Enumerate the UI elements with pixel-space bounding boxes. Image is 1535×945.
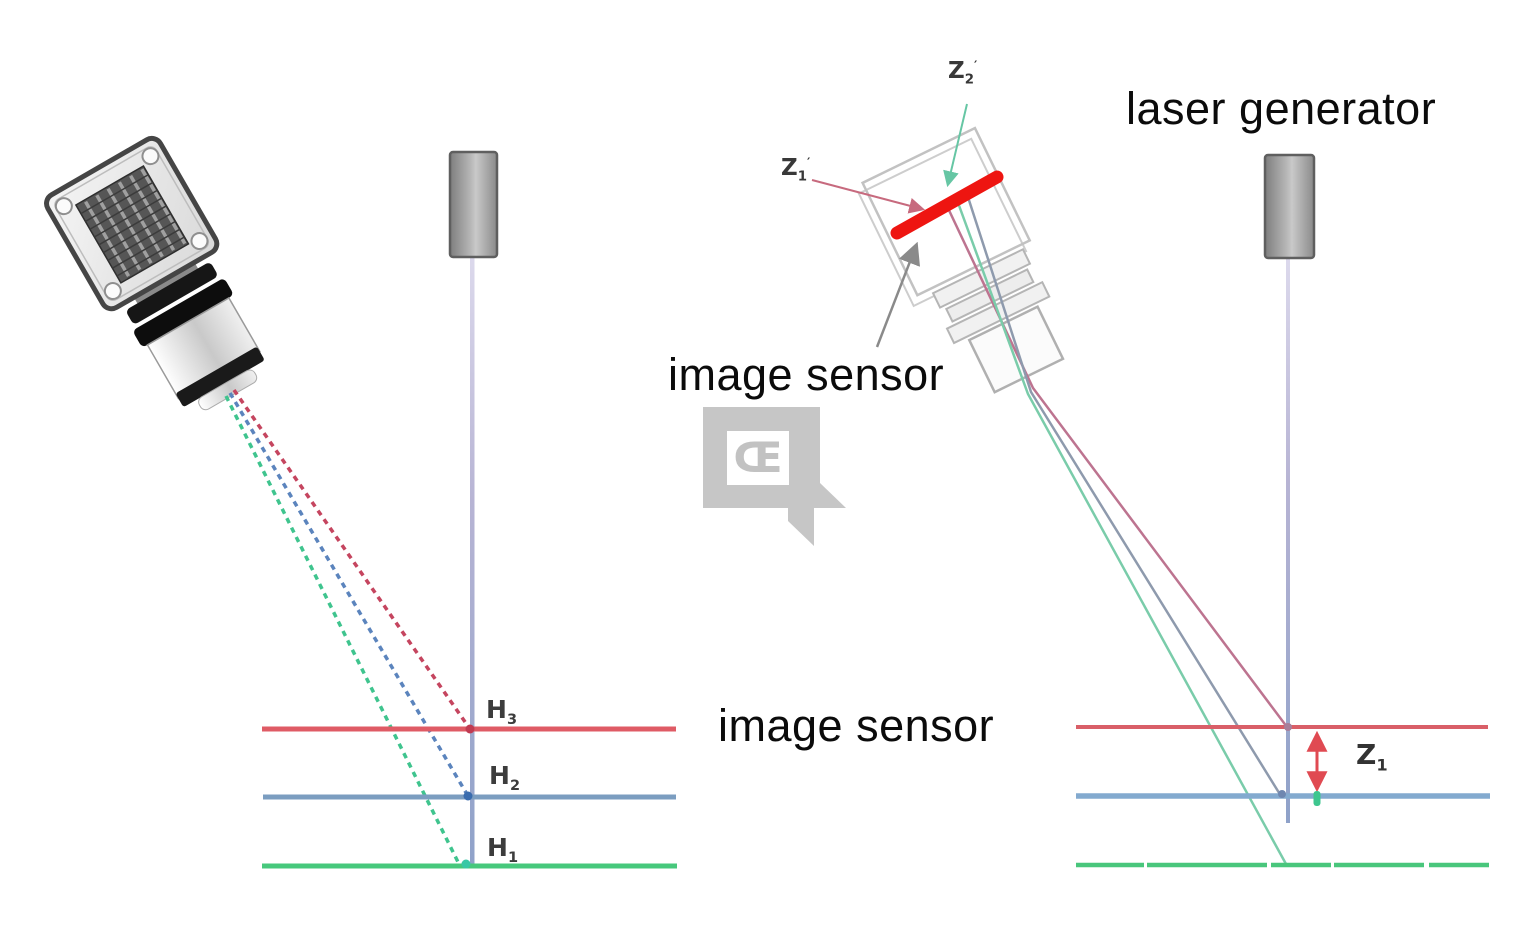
left-camera-icon <box>44 135 264 411</box>
right-camera-body <box>860 126 1032 297</box>
image-sensor-label-bottom: image sensor <box>718 700 995 751</box>
watermark-logo <box>703 407 846 546</box>
camera-vent-grille <box>74 164 190 284</box>
right-hit-point-red <box>1284 723 1292 731</box>
height-label-h3: H3 <box>486 695 518 728</box>
z2-prime-label: Z2′ <box>948 57 978 88</box>
camera-screws <box>54 147 209 301</box>
dashed-ray-blue <box>228 392 470 797</box>
hit-point-h1 <box>461 859 471 869</box>
right-setup <box>811 103 1490 868</box>
right-laser-generator-icon <box>1263 153 1316 260</box>
left-laser-beam <box>470 257 475 868</box>
image-sensor-bar <box>890 170 1004 240</box>
ray-red <box>945 205 1289 728</box>
z2-prime-leader-arrow <box>943 103 968 188</box>
left-laser-generator-icon <box>448 150 499 259</box>
left-setup <box>44 135 677 869</box>
laser-generator-label: laser generator <box>1126 83 1437 134</box>
hit-point-h3 <box>465 724 475 734</box>
left-reflected-rays <box>224 389 472 865</box>
watermark-text: Œ <box>733 433 783 482</box>
z1-prime-leader-arrow <box>811 179 926 214</box>
hit-point-h2 <box>463 791 473 801</box>
height-label-h1: H1 <box>487 833 519 866</box>
imaging-rays <box>945 193 1289 865</box>
height-label-h2: H2 <box>489 761 521 794</box>
z1-measure-green-tick <box>1313 791 1321 806</box>
right-laser-beam <box>1286 258 1290 823</box>
image-sensor-pointer-arrow <box>875 241 921 348</box>
z1-prime-label: Z1′ <box>781 154 811 185</box>
camera-ring-1 <box>127 263 217 324</box>
camera-ring-3 <box>176 347 264 407</box>
dashed-ray-red <box>232 389 472 730</box>
dashed-ray-green <box>224 395 461 865</box>
ray-green <box>955 199 1288 865</box>
right-hit-point-blue <box>1278 790 1286 798</box>
z1-measure-label: Z1 <box>1356 738 1388 775</box>
image-sensor-label-top: image sensor <box>668 349 945 400</box>
ray-blue <box>965 193 1283 797</box>
camera-ring-2 <box>134 279 233 347</box>
